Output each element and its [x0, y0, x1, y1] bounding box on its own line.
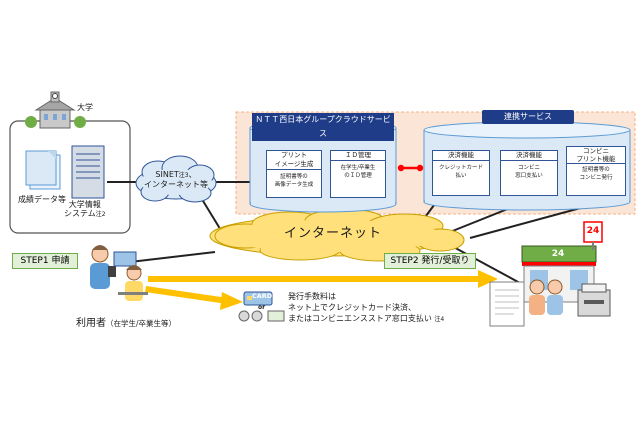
user-label: 利用者（在学生/卒業生等）: [76, 318, 177, 329]
internet-cloud-core: [220, 220, 444, 252]
internet-user-line: [129, 251, 216, 263]
partner-service-title: 連携サービス: [482, 110, 574, 124]
internet-store-line: [447, 243, 521, 284]
or-label: or: [258, 304, 266, 311]
payment-line-2: ネット上でクレジットカード決済、: [288, 303, 416, 312]
certificate-document-icon: [489, 281, 525, 327]
service-link-dot-left: [397, 164, 405, 172]
card-label: CARD: [252, 292, 273, 300]
function-title: 決済機能: [501, 151, 557, 161]
server-icon: [71, 145, 105, 199]
grades-data-label: 成績データ等: [18, 195, 66, 204]
user-figures-icon: [90, 245, 148, 301]
function-store-payment: 決済機能 コンビニ 窓口支払い: [500, 150, 558, 196]
university-system-label: 大学情報 システム注2: [64, 200, 106, 219]
function-body: クレジットカード 払い: [438, 165, 483, 179]
function-body: 証明書等の 画像データ生成: [274, 174, 314, 188]
function-body: コンビニ 窓口支払い: [515, 165, 543, 179]
payment-arrow: [145, 286, 243, 310]
step1-label: STEP1 申請: [12, 253, 78, 269]
university-building-icon: [25, 91, 86, 129]
function-store-print: コンビニ プリント機能 証明書等の コンビニ発行: [566, 146, 626, 196]
function-print-image: プリント イメージ生成 証明書等の 画像データ生成: [266, 150, 322, 198]
step2-arrow: [148, 270, 498, 288]
multifunction-printer-icon: [577, 283, 611, 317]
store-staff-icon: [529, 279, 563, 315]
function-body: 在学生/卒業生 のＩＤ管理: [340, 165, 376, 179]
function-title: 決済機能: [433, 151, 489, 161]
step2-label: STEP2 発行/受取り: [384, 253, 476, 269]
service-link-dot-right: [416, 164, 424, 172]
sinet-cloud-core: [140, 169, 212, 195]
payment-description: 発行手数料は ネット上でクレジットカード決済、 またはコンビニエンスストア窓口支…: [288, 291, 444, 324]
function-title: プリント イメージ生成: [267, 151, 321, 170]
payment-note: 注4: [434, 316, 445, 323]
store-roof-sign: 24: [551, 249, 565, 259]
ntt-service-title: ＮＴＴ西日本グループクラウドサービス: [252, 113, 394, 141]
payment-line-1: 発行手数料は: [288, 292, 336, 301]
function-credit-payment: 決済機能 クレジットカード 払い: [432, 150, 490, 196]
coin-icons: [238, 310, 285, 322]
sinet-internet-line: [199, 195, 223, 233]
card-icon: [243, 291, 273, 306]
function-id-management: ＩＤ管理 在学生/卒業生 のＩＤ管理: [330, 150, 386, 198]
store-pole-sign: 24: [586, 226, 600, 236]
payment-line-3: またはコンビニエンスストア窓口支払い: [288, 314, 432, 323]
function-title: ＩＤ管理: [331, 151, 385, 161]
sinet-label: SINET注3、インターネット等: [144, 170, 208, 189]
internet-label: インターネット: [284, 226, 383, 241]
document-stack-icon: [25, 150, 61, 190]
function-body: 証明書等の コンビニ発行: [579, 167, 613, 181]
university-label: 大学: [77, 103, 93, 112]
function-title: コンビニ プリント機能: [567, 147, 625, 164]
